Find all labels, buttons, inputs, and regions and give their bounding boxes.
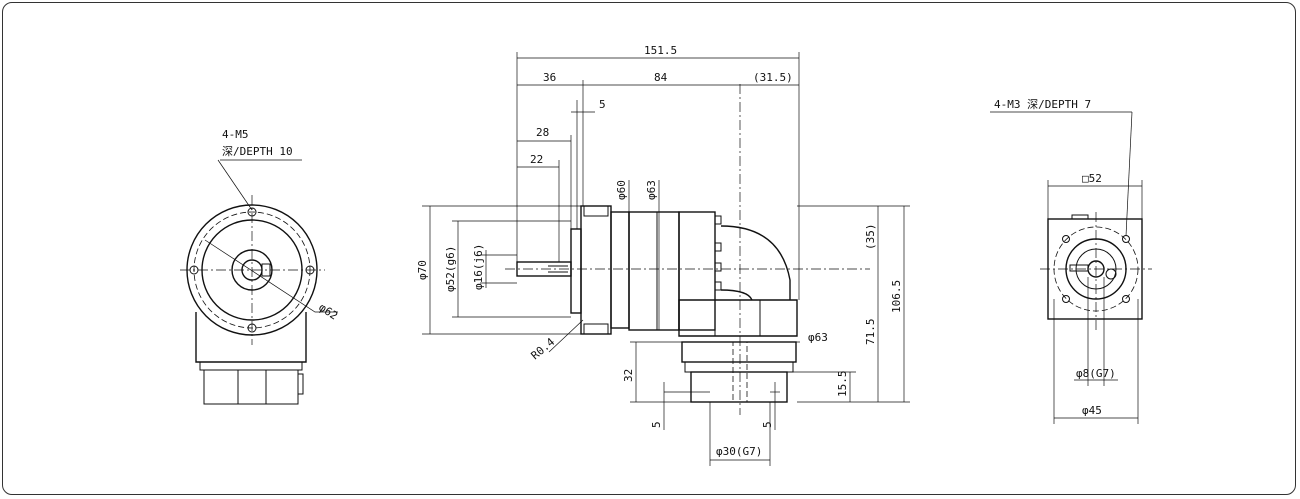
rear-bolt [714, 281, 722, 291]
tap-leader [217, 159, 253, 211]
dim-5-top: 5 [599, 98, 606, 111]
clamp-screw [1105, 268, 1117, 280]
elbow-outer [720, 225, 791, 300]
elbow-inner [720, 289, 753, 301]
pcd-label: φ62 [316, 301, 340, 323]
housing-step [199, 361, 303, 371]
dim-106-5: 106.5 [890, 280, 903, 313]
top-tab [1071, 214, 1089, 220]
dia-16: φ16(j6) [472, 244, 485, 290]
output-flange [580, 205, 612, 335]
right-view: 4-M3 深/DEPTH 7 □52 φ8(G7) φ45 [990, 98, 1152, 424]
pcd-leader [204, 239, 338, 313]
adapter-clamp [297, 373, 304, 395]
dia-60: φ60 [615, 180, 628, 200]
dim-151-5: 151.5 [644, 44, 677, 57]
housing-rear [678, 211, 716, 331]
dia-30: φ30(G7) [716, 445, 762, 458]
dim-15-5: 15.5 [836, 371, 849, 398]
input-adapter [690, 371, 788, 403]
bearing-collar [570, 228, 582, 314]
side-view: 151.5 36 84 (31.5) 5 28 22 φ60 φ63 φ70 φ… [416, 44, 910, 466]
dim-71-5: 71.5 [864, 319, 877, 346]
tap-hole [1122, 295, 1130, 303]
tap-hole [1062, 295, 1070, 303]
dim-35: (35) [864, 224, 877, 251]
flange-bolt-top [583, 205, 609, 217]
flange-bolt-bottom [583, 323, 609, 335]
dia-8: φ8(G7) [1076, 367, 1116, 380]
flange-neck [610, 211, 630, 329]
gear-housing [628, 211, 680, 331]
input-flange-bolts [684, 361, 794, 373]
dim-28: 28 [536, 126, 549, 139]
radius-leader [548, 319, 584, 353]
input-bore-hidden [732, 341, 748, 403]
dia-63-top: φ63 [645, 180, 658, 200]
dia-63-bottom: φ63 [808, 331, 828, 344]
dia-52: φ52(g6) [444, 246, 457, 292]
dim-22: 22 [530, 153, 543, 166]
dim-5-left: 5 [650, 421, 663, 428]
dia-70: φ70 [416, 260, 429, 280]
left-view: 4-M5 深/DEPTH 10 φ62 [180, 128, 340, 405]
tap-hole [1122, 235, 1130, 243]
tap-callout-line2: 深/DEPTH 10 [222, 145, 293, 158]
rear-bolt [714, 262, 722, 272]
input-flange [681, 341, 797, 363]
dim-5-right: 5 [761, 421, 774, 428]
rear-bolt [714, 242, 722, 252]
dim-36: 36 [543, 71, 556, 84]
dim-31-5: (31.5) [753, 71, 793, 84]
tap-callout-line1: 4-M5 [222, 128, 249, 141]
dim-32: 32 [622, 369, 635, 382]
motor-adapter [203, 369, 299, 405]
clamp-slot [1069, 264, 1089, 272]
tap-callout: 4-M3 深/DEPTH 7 [994, 98, 1091, 111]
square-52: □52 [1082, 172, 1102, 185]
tap-leader [1125, 111, 1133, 237]
rear-bolt [714, 215, 722, 225]
right-angle-housing [678, 299, 798, 337]
dia-45: φ45 [1082, 404, 1102, 417]
radius-label: R0.4 [529, 335, 558, 362]
tap-hole [1062, 235, 1070, 243]
dim-84: 84 [654, 71, 668, 84]
